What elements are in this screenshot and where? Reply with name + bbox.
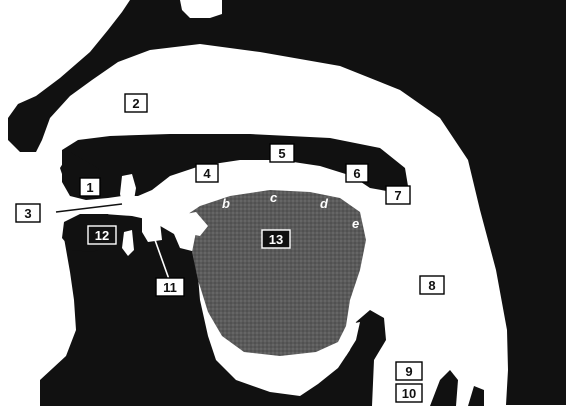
- svg-text:10: 10: [402, 386, 416, 401]
- label-9: 9: [396, 362, 422, 380]
- upper-incisor: [120, 174, 136, 212]
- label-3: 3: [16, 204, 40, 222]
- svg-text:4: 4: [203, 166, 211, 181]
- svg-text:7: 7: [394, 188, 401, 203]
- tongue-letter-d: d: [320, 196, 329, 211]
- label-1: 1: [80, 178, 100, 196]
- svg-text:11: 11: [163, 280, 177, 295]
- label-10: 10: [396, 384, 422, 402]
- label-7: 7: [386, 186, 410, 204]
- svg-text:3: 3: [24, 206, 31, 221]
- label-2: 2: [125, 94, 147, 112]
- label-13: 13: [262, 230, 290, 248]
- larynx-left: [430, 370, 458, 406]
- tongue-letter-b: b: [222, 196, 230, 211]
- label-12: 12: [88, 226, 116, 244]
- svg-text:12: 12: [95, 228, 109, 243]
- label-6: 6: [346, 164, 368, 182]
- tongue-letter-e: e: [352, 216, 359, 231]
- svg-text:9: 9: [405, 364, 412, 379]
- tongue-letter-a: a: [184, 208, 191, 223]
- label-3-pointer: [56, 204, 122, 212]
- larynx-right: [468, 386, 484, 406]
- label-11: 11: [156, 278, 184, 296]
- svg-text:8: 8: [428, 278, 435, 293]
- tongue-letter-c: c: [270, 190, 278, 205]
- label-4: 4: [196, 164, 218, 182]
- svg-text:5: 5: [278, 146, 285, 161]
- svg-text:2: 2: [132, 96, 139, 111]
- svg-text:6: 6: [353, 166, 360, 181]
- svg-text:1: 1: [86, 180, 93, 195]
- svg-text:13: 13: [269, 232, 283, 247]
- label-5: 5: [270, 144, 294, 162]
- tongue: [182, 190, 366, 356]
- label-8: 8: [420, 276, 444, 294]
